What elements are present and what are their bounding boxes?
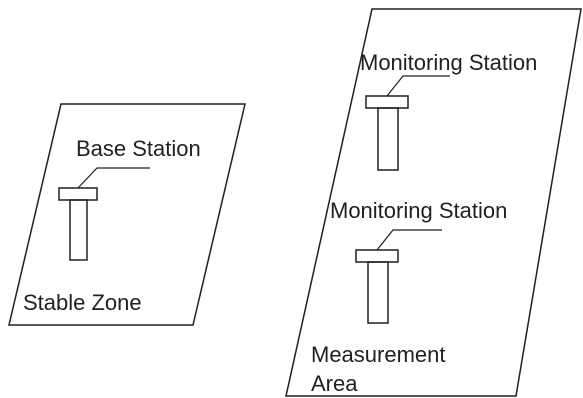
base-station-cap	[58, 187, 98, 201]
upper-monitoring-station-post	[377, 107, 399, 171]
upper-monitoring-station-cap	[365, 95, 409, 109]
upper-monitoring-station-leader-line	[386, 75, 450, 97]
lower-monitoring-station-post	[367, 261, 389, 324]
stable-zone-label: Stable Zone	[23, 290, 142, 315]
measurement-area-label-line1: Measurement	[311, 342, 446, 367]
upper-monitoring-station-label: Monitoring Station	[360, 50, 537, 75]
measurement-area-label-line2: Area	[311, 371, 358, 396]
base-station-label: Base Station	[76, 136, 201, 161]
stable-zone: Base Station Stable Zone	[8, 103, 246, 326]
measurement-area: Monitoring Station Monitoring Station Me…	[285, 8, 582, 397]
lower-monitoring-station-cap	[355, 249, 399, 263]
lower-monitoring-station-leader-line	[376, 229, 442, 251]
measurement-area-outline	[285, 8, 582, 397]
base-station-post	[69, 199, 88, 261]
base-station-leader-line	[77, 167, 150, 189]
base-station-pillar	[58, 187, 98, 261]
lower-monitoring-station-pillar	[355, 249, 399, 324]
upper-monitoring-station-pillar	[365, 95, 409, 171]
lower-monitoring-station-label: Monitoring Station	[330, 198, 507, 223]
stable-zone-outline	[8, 103, 246, 326]
